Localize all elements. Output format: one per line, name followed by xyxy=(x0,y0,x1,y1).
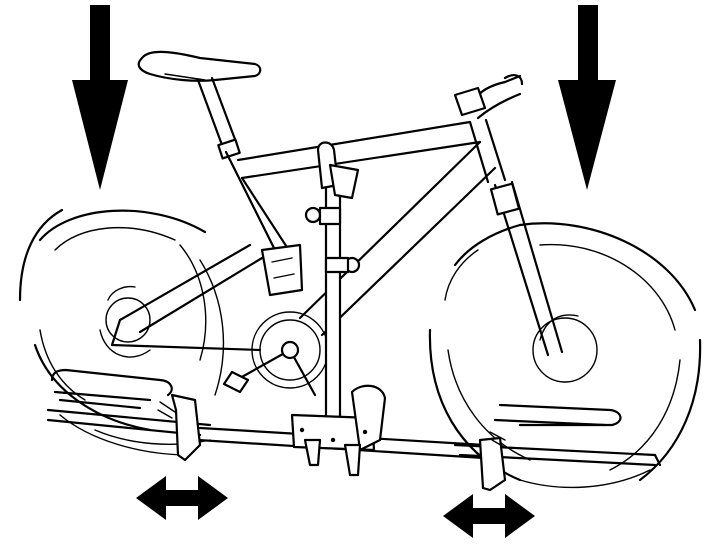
bike-frame xyxy=(110,118,507,352)
down-arrow-left-icon xyxy=(72,5,128,190)
wheel-tray-left xyxy=(46,368,212,462)
seatpost xyxy=(196,76,241,160)
handlebar xyxy=(453,74,524,120)
double-arrow-left-icon xyxy=(136,476,228,520)
crankset xyxy=(222,311,329,397)
rack-mast xyxy=(304,141,361,427)
rear-wheel xyxy=(18,208,225,456)
wheel-tray-right xyxy=(453,403,662,492)
down-arrow-right-icon xyxy=(558,5,616,190)
front-wheel xyxy=(428,222,702,489)
hitch-clamp xyxy=(290,384,387,477)
saddle xyxy=(137,50,262,82)
double-arrow-right-icon xyxy=(443,494,535,538)
front-fork xyxy=(489,180,564,357)
